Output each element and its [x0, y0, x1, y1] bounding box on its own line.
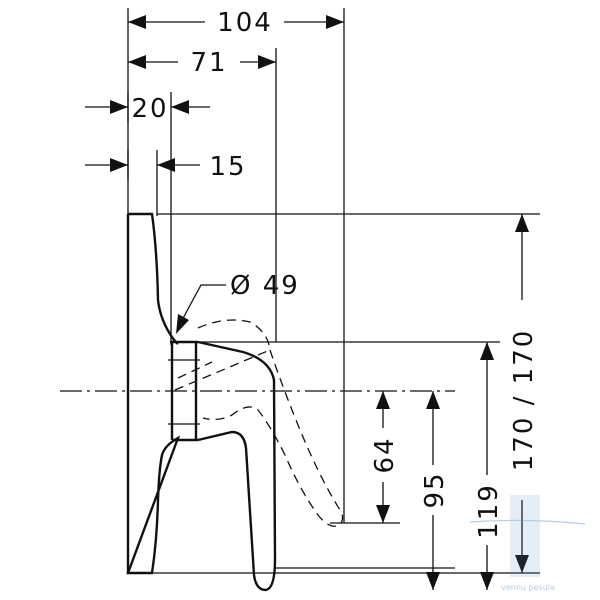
dimension-119: 119 — [474, 342, 504, 590]
dimension-95: 95 — [420, 391, 450, 590]
vertical-extension-lines — [127, 8, 345, 523]
dimension-diameter-label: Ø 49 — [230, 271, 300, 301]
dimension-170-label: 170 / 170 — [509, 329, 539, 472]
dimension-95-label: 95 — [420, 471, 450, 508]
dimension-119-label: 119 — [474, 483, 504, 539]
dimension-104: 104 — [128, 8, 344, 38]
dimension-71-label: 71 — [190, 48, 227, 78]
cartridge-body — [168, 340, 200, 442]
dimension-104-label: 104 — [217, 8, 273, 38]
dimension-71: 71 — [128, 48, 276, 78]
lever-handle-alternate — [174, 319, 344, 527]
watermark-text: vennu pesula — [501, 583, 555, 592]
wall-plate — [126, 212, 181, 575]
dimension-diameter: Ø 49 — [176, 271, 300, 334]
lever-handle — [197, 340, 277, 592]
dimension-64: 64 — [370, 391, 400, 523]
dimension-64-label: 64 — [370, 436, 400, 473]
dimension-20-label: 20 — [131, 94, 168, 124]
dimension-170: 170 / 170 — [509, 214, 539, 573]
horizontal-extension-lines — [130, 213, 540, 574]
dimension-15-label: 15 — [209, 152, 246, 182]
watermark: vennu pesula — [469, 495, 586, 592]
dimension-20: 20 — [85, 92, 210, 124]
dimension-15: 15 — [85, 150, 246, 182]
